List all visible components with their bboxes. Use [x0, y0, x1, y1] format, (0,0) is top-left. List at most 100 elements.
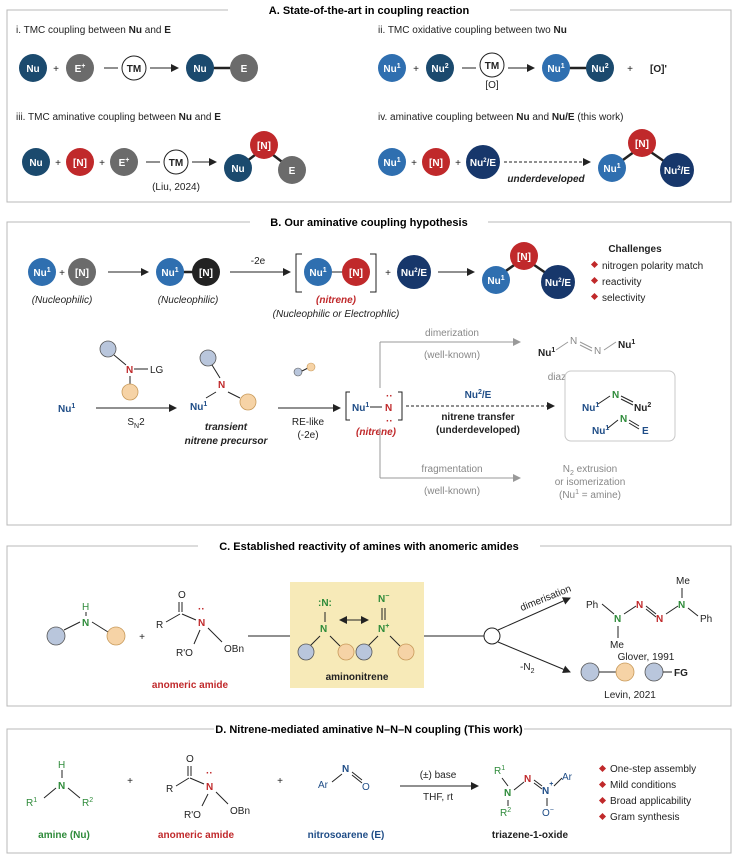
svg-text:LG: LG [150, 365, 164, 376]
svg-text:(nitrene): (nitrene) [356, 427, 397, 438]
svg-text:B. Our aminative coupling hypo: B. Our aminative coupling hypothesis [270, 217, 467, 229]
svg-text:R1: R1 [494, 765, 505, 777]
svg-text:[O]: [O] [485, 80, 499, 91]
svg-text:Nu2: Nu2 [591, 63, 608, 75]
svg-text:N+: N+ [542, 781, 553, 797]
svg-text:E+: E+ [119, 157, 130, 169]
svg-text:Ph: Ph [700, 614, 712, 625]
svg-text:(±) base: (±) base [420, 770, 457, 781]
svg-text:R: R [166, 784, 173, 795]
svg-text:fragmentation: fragmentation [421, 464, 482, 475]
svg-text:(-2e): (-2e) [297, 430, 318, 441]
svg-text:Nu2: Nu2 [634, 402, 651, 414]
svg-text:N: N [678, 600, 685, 611]
svg-text:(Nu1 = amine): (Nu1 = amine) [559, 489, 621, 501]
svg-text:Nu2/E: Nu2/E [545, 278, 571, 289]
svg-text:+: + [627, 64, 633, 75]
svg-text:Glover, 1991: Glover, 1991 [618, 652, 675, 663]
svg-text:N: N [342, 764, 349, 775]
svg-text:N: N [126, 365, 133, 376]
feature-item: Gram synthesis [610, 812, 679, 823]
svg-text:aminonitrene: aminonitrene [326, 672, 389, 683]
svg-text::N:: :N: [318, 598, 332, 609]
svg-text:(Nucleophilic or Electrophlic): (Nucleophilic or Electrophlic) [273, 309, 400, 320]
svg-text:N: N [206, 782, 213, 793]
svg-text:or isomerization: or isomerization [555, 477, 626, 488]
section-d: D. Nitrene-mediated aminative N–N–N coup… [6, 721, 732, 854]
svg-text:+: + [99, 158, 105, 169]
svg-text:Levin, 2021: Levin, 2021 [604, 690, 656, 701]
svg-text:+: + [59, 268, 65, 279]
svg-text:R'O: R'O [184, 810, 201, 821]
svg-text:[O]': [O]' [650, 64, 667, 75]
svg-text:(well-known): (well-known) [424, 486, 480, 497]
svg-text:+: + [385, 268, 391, 279]
svg-text:TM: TM [127, 64, 141, 75]
svg-text:N−: N− [378, 593, 389, 605]
svg-text:(nitrene): (nitrene) [316, 295, 357, 306]
a-iii-label: iii. TMC aminative coupling between Nu a… [16, 112, 221, 123]
svg-text:Nu2/E: Nu2/E [664, 166, 690, 177]
svg-text:+: + [139, 632, 145, 643]
svg-text:+: + [55, 158, 61, 169]
svg-text:D. Nitrene-mediated aminative: D. Nitrene-mediated aminative N–N–N coup… [215, 724, 523, 736]
svg-text:[N]: [N] [75, 268, 89, 279]
svg-text:[N]: [N] [199, 268, 213, 279]
svg-text:Nu1: Nu1 [58, 403, 75, 415]
svg-text:[N]: [N] [73, 158, 87, 169]
a-i-label: i. TMC coupling between Nu and E [16, 25, 171, 36]
svg-text:O−: O− [542, 807, 554, 819]
svg-text:Nu1: Nu1 [309, 267, 326, 279]
svg-text:+: + [411, 158, 417, 169]
svg-text:Nu: Nu [29, 158, 42, 169]
svg-text:Ar: Ar [318, 780, 329, 791]
svg-text:Nu1: Nu1 [33, 267, 50, 279]
svg-text:N+: N+ [378, 623, 389, 635]
electrophile-node [66, 54, 94, 82]
svg-text:underdeveloped: underdeveloped [507, 174, 585, 185]
section-b: B. Our aminative coupling hypothesis Nu1… [6, 214, 732, 526]
svg-text:FG: FG [674, 668, 688, 679]
svg-text:N: N [614, 614, 621, 625]
svg-text:E+: E+ [75, 63, 86, 75]
svg-text:-2e: -2e [251, 256, 266, 267]
svg-text:nitrene transfer: nitrene transfer [441, 412, 514, 423]
svg-text:+: + [413, 64, 419, 75]
svg-text:Me: Me [676, 576, 690, 587]
svg-text:Nu: Nu [26, 64, 39, 75]
svg-text:E: E [241, 64, 248, 75]
svg-text:··: ·· [206, 768, 213, 779]
feature-item: One-step assembly [610, 764, 696, 775]
svg-text:Nu2: Nu2 [431, 63, 448, 75]
svg-text:TM: TM [169, 158, 183, 169]
svg-text:+: + [127, 776, 133, 787]
svg-text:··: ·· [386, 416, 393, 427]
svg-text:Nu2/E: Nu2/E [401, 268, 427, 279]
section-a-title: A. State-of-the-art in coupling reaction [269, 5, 470, 17]
svg-text:triazene-1-oxide: triazene-1-oxide [492, 830, 569, 841]
svg-text:[N]: [N] [635, 139, 649, 150]
svg-text:OBn: OBn [230, 806, 250, 817]
svg-text:E: E [642, 426, 649, 437]
svg-text:R: R [156, 620, 163, 631]
svg-text:Nu1: Nu1 [190, 401, 207, 413]
svg-text:[N]: [N] [349, 268, 363, 279]
svg-text:Nu1: Nu1 [487, 275, 504, 287]
svg-text:Nu: Nu [193, 64, 206, 75]
svg-text:N: N [218, 380, 225, 391]
svg-text:anomeric amide: anomeric amide [152, 680, 229, 691]
svg-text:SN2: SN2 [127, 417, 145, 430]
svg-text:Nu1: Nu1 [618, 339, 635, 351]
svg-text:Ar: Ar [562, 772, 573, 783]
feature-item: Mild conditions [610, 780, 676, 791]
challenge-item: selectivity [602, 293, 645, 304]
svg-text:[N]: [N] [429, 158, 443, 169]
svg-text:THF, rt: THF, rt [423, 792, 453, 803]
svg-text:(Nucleophilic): (Nucleophilic) [158, 295, 219, 306]
svg-text:N: N [320, 624, 327, 635]
svg-text:Nu1: Nu1 [383, 157, 400, 169]
svg-text:OBn: OBn [224, 644, 244, 655]
svg-text:N2 extrusion: N2 extrusion [563, 464, 618, 477]
a-iv-label: iv. aminative coupling between Nu and Nu… [378, 112, 624, 123]
